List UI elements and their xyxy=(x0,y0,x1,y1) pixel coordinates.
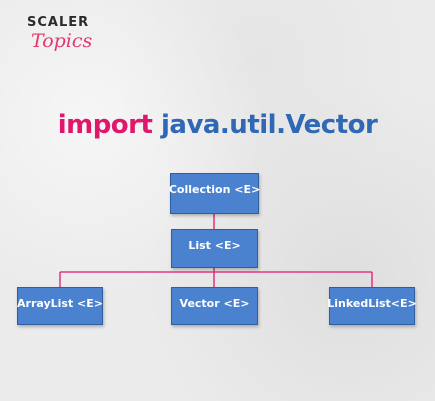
node-arraylist: ArrayList <E> xyxy=(17,287,103,325)
node-linkedlist: LinkedList<E> xyxy=(327,287,417,325)
title-package-name: java.util.Vector xyxy=(160,110,378,140)
scaler-topics-logo: SCALER Topics xyxy=(27,15,93,53)
node-collection: Collection <E> xyxy=(169,173,260,214)
page-title: import java.util.Vector xyxy=(0,110,435,140)
node-list: List <E> xyxy=(171,229,258,268)
logo-scaler-text: SCALER xyxy=(27,15,90,30)
node-vector: Vector <E> xyxy=(171,287,258,325)
logo-topics-text: Topics xyxy=(31,30,93,52)
title-import-keyword: import xyxy=(57,110,153,140)
